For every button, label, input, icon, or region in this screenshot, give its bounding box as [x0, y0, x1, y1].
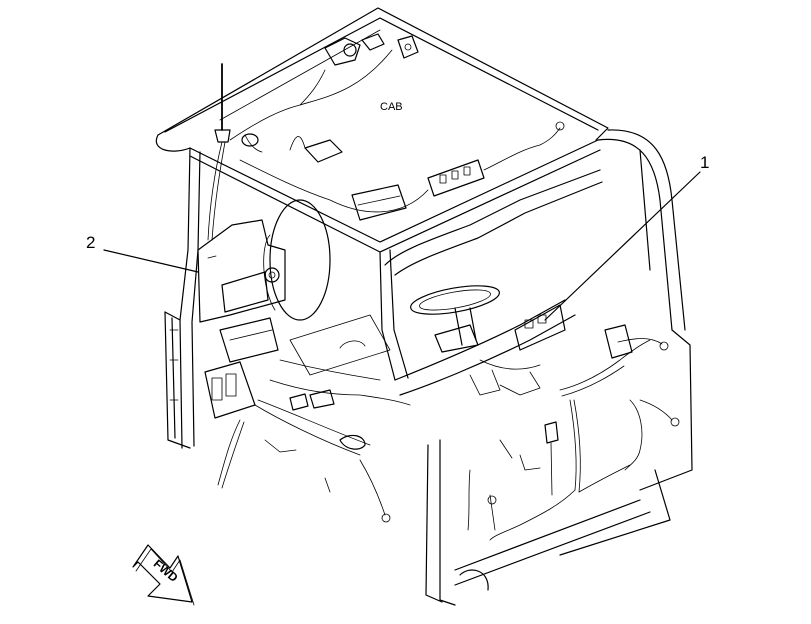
callout-leaders — [103, 171, 701, 321]
electronic-control-box — [197, 219, 286, 323]
forward-direction-arrow: FWD — [132, 544, 195, 606]
cab-label: CAB — [380, 101, 403, 113]
fwd-arrow-shape — [132, 544, 193, 603]
callout-2: 2 — [86, 233, 95, 252]
right-harness — [467, 324, 680, 541]
callout-1: 1 — [700, 153, 709, 172]
roof-wiring-harness — [229, 33, 565, 221]
cab-frame — [179, 129, 693, 606]
antenna — [207, 63, 231, 241]
lower-harness — [204, 314, 411, 523]
left-side-panel — [164, 199, 331, 449]
fwd-label: FWD — [151, 557, 181, 586]
steering-wheel — [410, 285, 500, 353]
instrument-panel — [394, 299, 576, 396]
